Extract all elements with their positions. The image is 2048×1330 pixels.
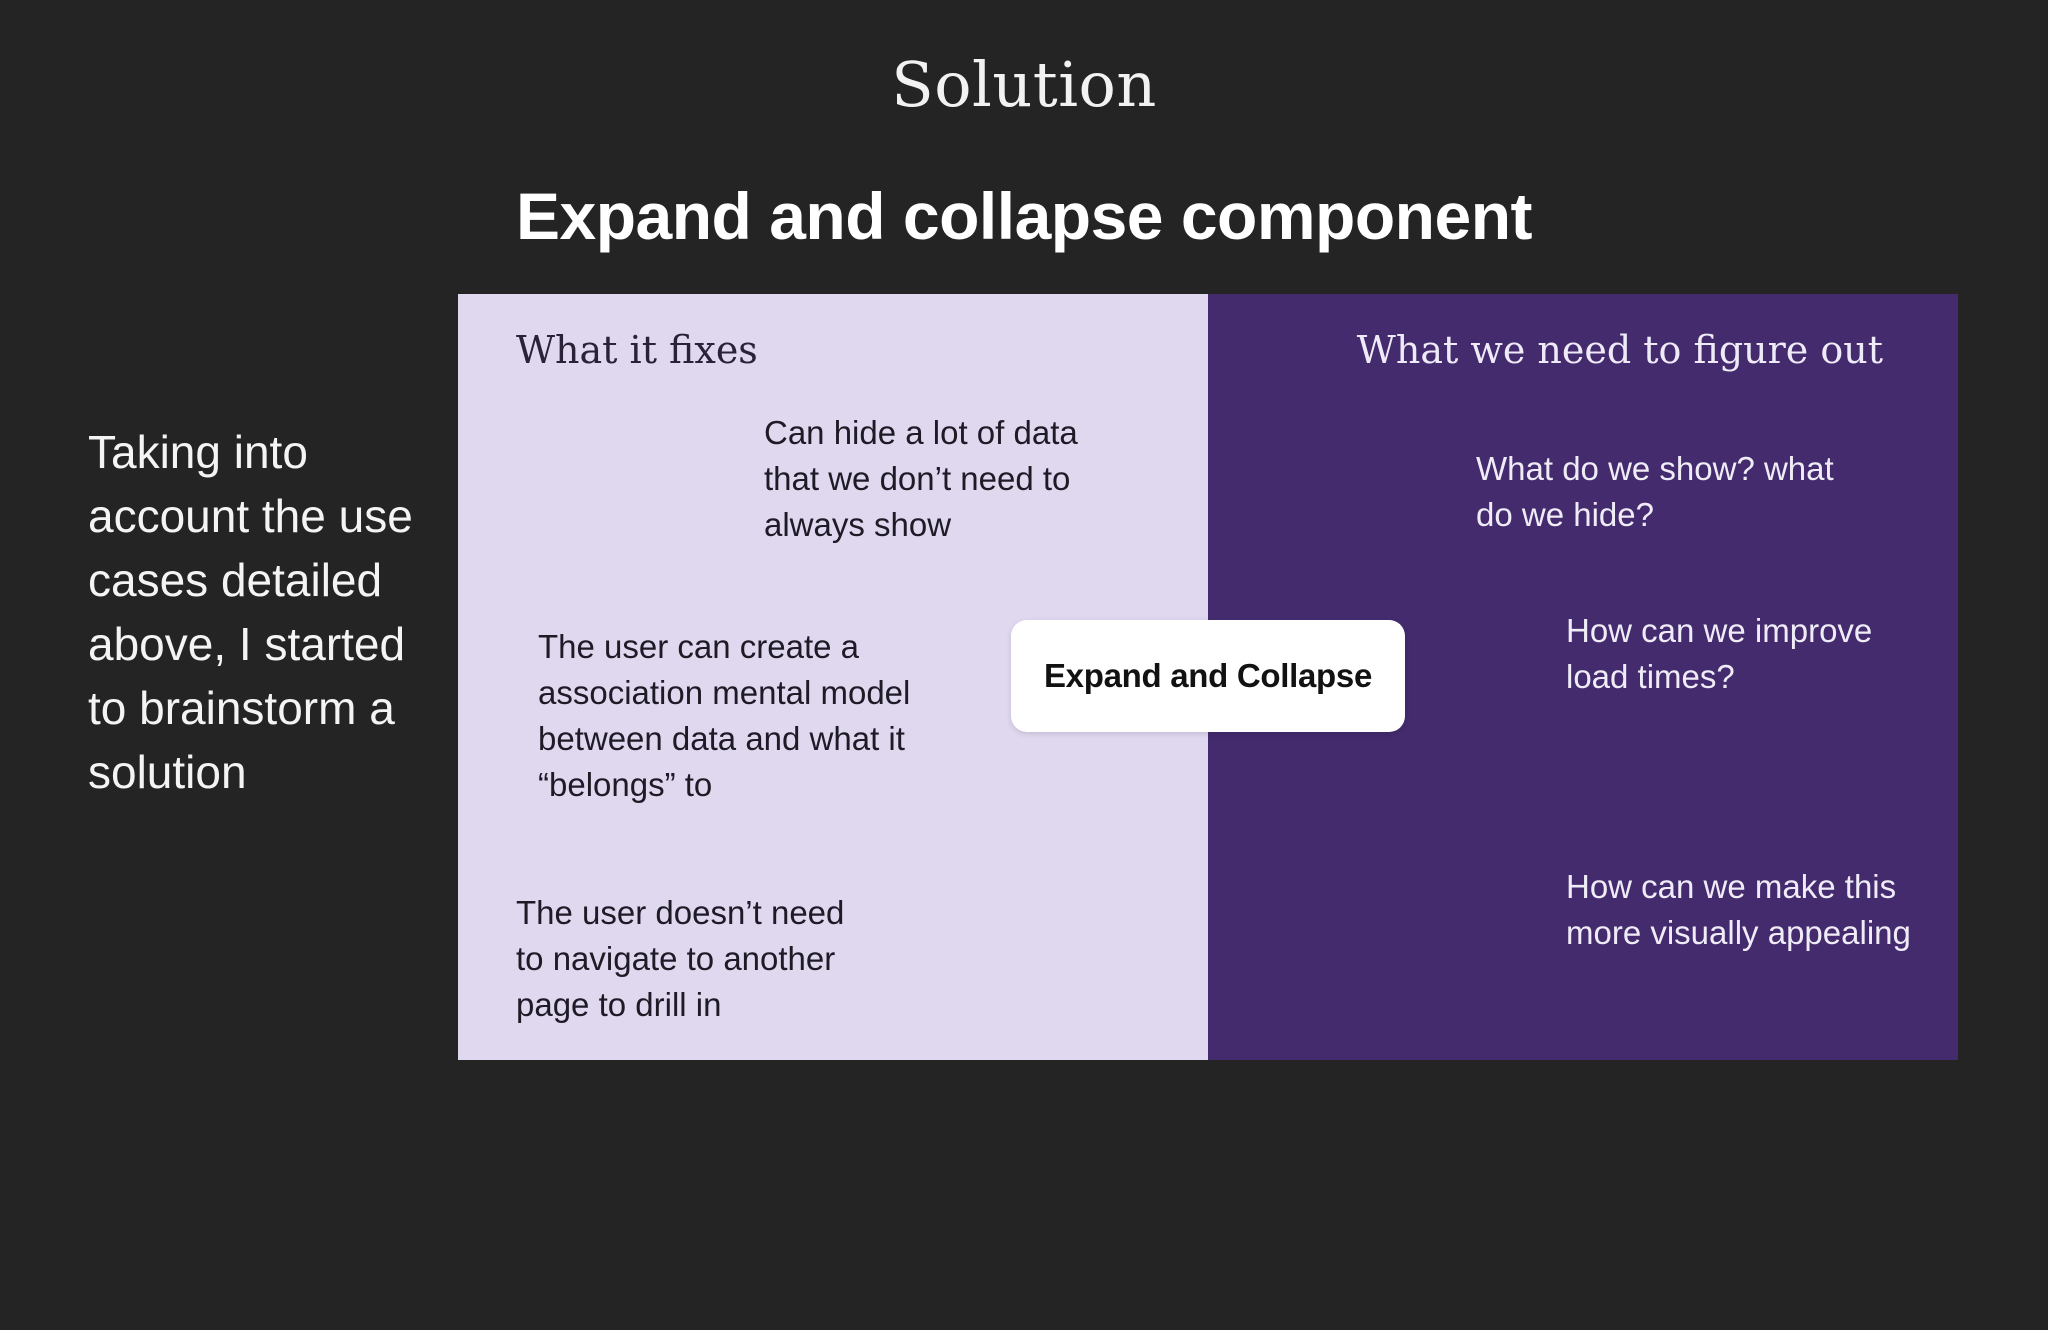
- section-title: Solution: [891, 48, 1157, 121]
- fix-note-hide-data: Can hide a lot of data that we don’t nee…: [764, 414, 1078, 543]
- fix-note-no-navigation: The user doesn’t need to navigate to ano…: [516, 894, 845, 1023]
- question-note-visual-appeal: How can we make this more visually appea…: [1566, 868, 1911, 951]
- expand-collapse-label-card: Expand and Collapse: [1011, 620, 1405, 732]
- question-note-show-hide: What do we show? what do we hide?: [1476, 450, 1834, 533]
- question-note-load-times: How can we improve load times?: [1566, 612, 1873, 695]
- expand-collapse-label: Expand and Collapse: [1043, 657, 1373, 694]
- component-title: Expand and collapse component: [515, 179, 1533, 253]
- what-it-fixes-heading: What it fixes: [516, 328, 758, 372]
- intro-text: Taking into account the use cases detail…: [88, 426, 413, 798]
- fix-note-mental-model: The user can create a association mental…: [538, 628, 911, 803]
- what-to-figure-out-heading: What we need to figure out: [1356, 328, 1883, 372]
